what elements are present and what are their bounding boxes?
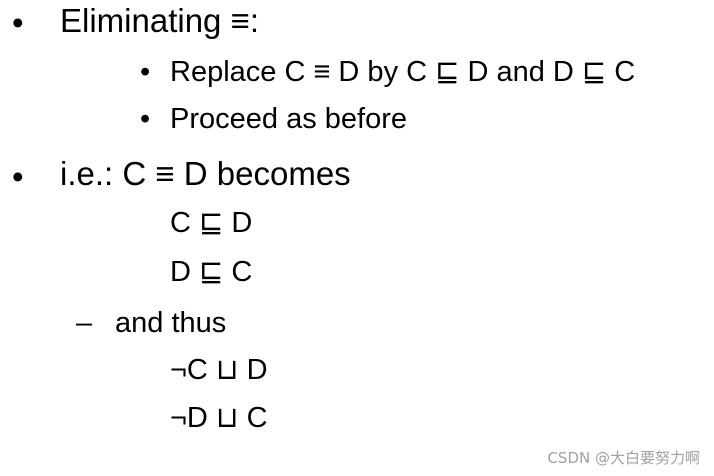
sub-bullet-marker: • xyxy=(140,56,151,88)
sub-bullet-proceed: Proceed as before xyxy=(170,103,407,135)
bullet-marker: • xyxy=(12,4,24,41)
formula-not-c-or-d: ¬C ⊔ D xyxy=(170,354,268,386)
sub-bullet-replace: Replace C ≡ D by C ⊑ D and D ⊑ C xyxy=(170,56,636,88)
formula-not-d-or-c: ¬D ⊔ C xyxy=(170,402,268,434)
sub-bullet-marker: • xyxy=(140,103,151,135)
bullet-eliminating: Eliminating ≡: xyxy=(60,2,259,39)
bullet-marker: • xyxy=(12,158,24,195)
formula-c-subsumed-d: C ⊑ D xyxy=(170,207,253,239)
watermark: CSDN @大白要努力啊 xyxy=(547,449,700,467)
dash-marker: – xyxy=(76,307,93,339)
bullet-ie: i.e.: C ≡ D becomes xyxy=(60,155,351,192)
formula-d-subsumed-c: D ⊑ C xyxy=(170,256,253,288)
dash-and-thus: and thus xyxy=(115,307,227,339)
